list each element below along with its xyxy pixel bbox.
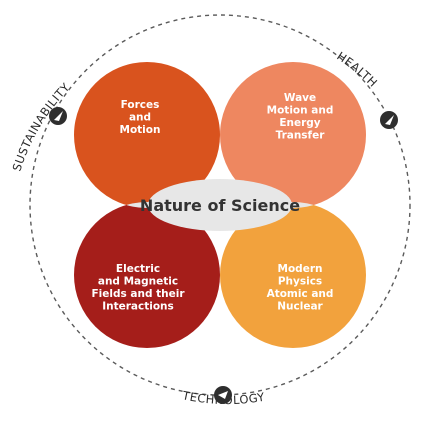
petal-label-line: Energy [279,117,320,129]
wave-motion-petal [220,62,366,208]
petal-label-line: Nuclear [277,301,323,313]
petal-label-line: Fields and their [91,288,185,300]
petal-label-line: Electric [116,263,160,275]
petal-label-line: Modern [278,263,323,275]
petal-label-line: Transfer [276,130,326,142]
center-hub [148,179,292,231]
petal-label-line: Motion [120,124,161,136]
petal-label-line: Atomic and [267,288,334,300]
modern-physics-petal [220,202,366,348]
electric-magnetic-petal [74,202,220,348]
petal-label-line: Wave [284,92,316,104]
petal-label-line: and Magnetic [98,276,178,288]
compass-icon [49,107,67,125]
petal-label-line: and [129,112,151,124]
forces-and-motion-petal [74,62,220,208]
petal-label-line: Motion and [267,105,334,117]
petal-label-line: Physics [278,276,322,288]
compass-icon [380,111,398,129]
petal-label-line: Forces [121,99,160,111]
compass-icon [214,386,232,404]
center-title: Nature of Science [140,196,300,215]
petal-label-line: Interactions [102,301,174,313]
sustainability-label: SUSTAINABILITY [10,80,73,173]
